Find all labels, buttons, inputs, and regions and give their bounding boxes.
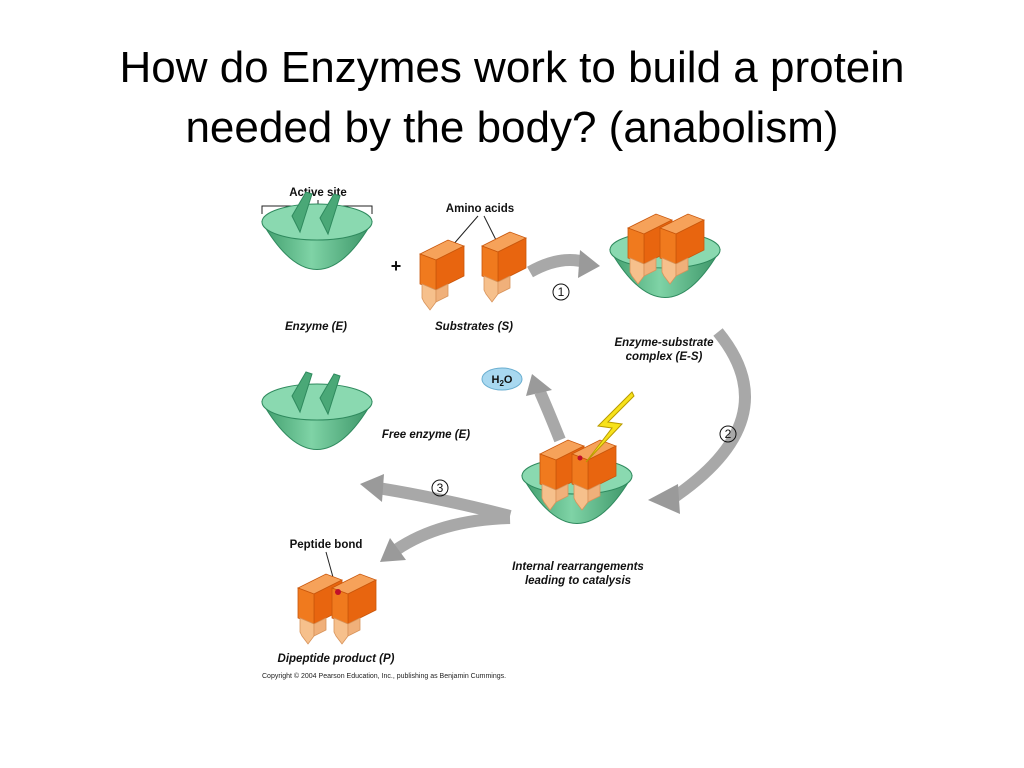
bond-spot (577, 455, 583, 461)
rearrange-label-line-1: Internal rearrangements (512, 561, 644, 573)
enzyme-label: Enzyme (E) (285, 321, 347, 333)
free-enzyme-shape (261, 371, 373, 450)
arrow-step-3-to-enzyme-head (360, 474, 384, 502)
step-1-marker (552, 283, 570, 301)
complex-label-line-2: complex (E-S) (626, 351, 703, 363)
water-bubble (481, 367, 523, 391)
substrate-amino-left (419, 239, 465, 311)
step-2-number: 2 (725, 427, 732, 441)
step-3-marker (431, 479, 449, 497)
lightning-icon (585, 391, 635, 463)
arrow-to-water-head (526, 374, 552, 396)
rearrange-label-line-2: leading to catalysis (525, 575, 631, 587)
arrow-step-1-head (578, 250, 600, 278)
amino-acids-label: Amino acids (446, 203, 514, 215)
step-3-number: 3 (437, 481, 444, 495)
dipeptide-amino-right (331, 573, 377, 645)
arrow-step-1 (527, 254, 587, 278)
arrow-step-3-to-product (392, 512, 511, 555)
peptide-bond-dot (335, 589, 341, 595)
arrow-step-2-head (648, 484, 680, 514)
arrow-to-water (534, 389, 566, 443)
arrow-step-2 (666, 328, 751, 505)
step-1-number: 1 (558, 285, 565, 299)
arrow-step-3-to-product-head (380, 538, 406, 562)
enzyme-shape (261, 191, 373, 270)
copyright-text: Copyright © 2004 Pearson Education, Inc.… (262, 672, 506, 680)
slide-title: How do Enzymes work to build a protein n… (40, 38, 984, 158)
title-line-1: How do Enzymes work to build a protein (119, 43, 905, 92)
peptide-bond-label: Peptide bond (290, 539, 363, 551)
water-label: H2O (492, 374, 513, 388)
title-line-2: needed by the body? (anabolism) (185, 103, 839, 152)
substrates-label: Substrates (S) (435, 321, 513, 333)
plus-sign: + (391, 256, 402, 276)
dipeptide-label: Dipeptide product (P) (278, 653, 395, 665)
step-2-marker (719, 425, 737, 443)
substrate-amino-right (481, 231, 527, 303)
arrow-step-3-to-enzyme (377, 482, 512, 522)
complex-label-line-1: Enzyme-substrate (614, 337, 714, 349)
free-enzyme-label: Free enzyme (E) (382, 429, 470, 441)
